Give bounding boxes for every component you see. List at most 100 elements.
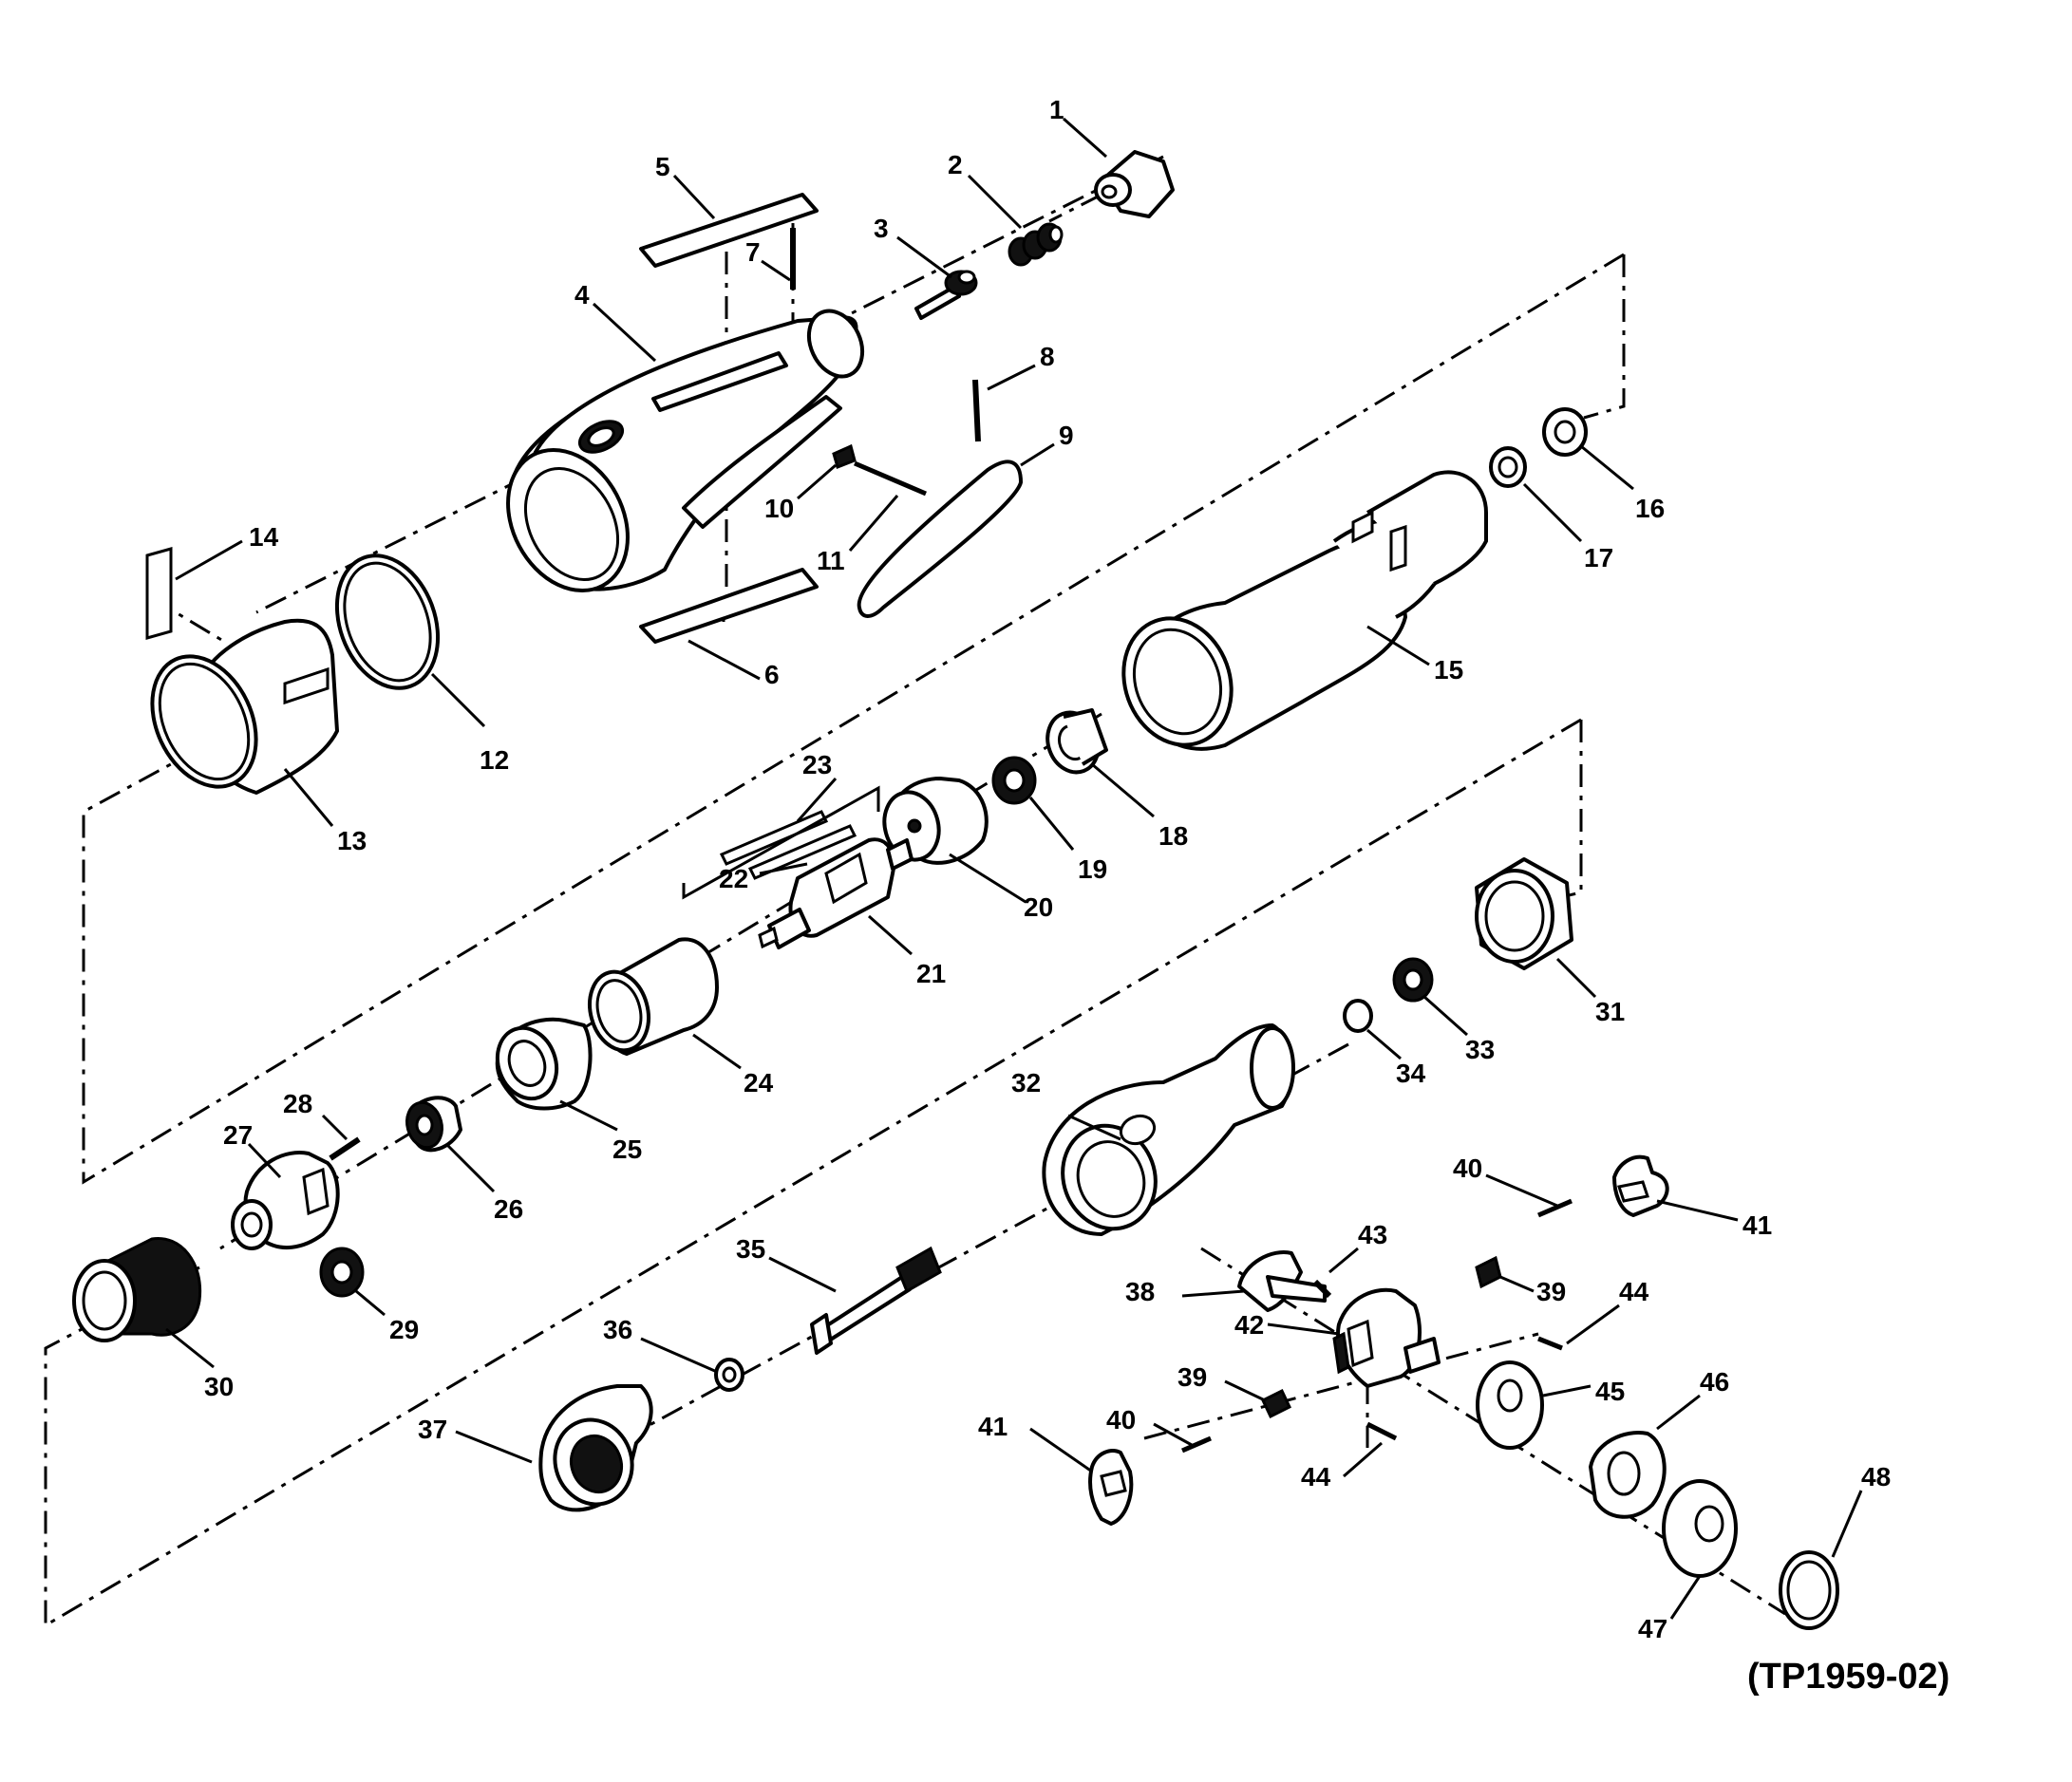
part-32-ratchet-head (1042, 1023, 1295, 1236)
blade-bracket (682, 785, 880, 900)
callout-33: 33 (1465, 1035, 1495, 1064)
part-23-blade (719, 778, 838, 866)
part-25-end-plate (495, 1017, 618, 1132)
part-15-motor-housing (1121, 470, 1488, 751)
part-34-bushing (1343, 999, 1402, 1060)
callout-4: 4 (575, 280, 590, 310)
callout-13: 13 (337, 826, 367, 855)
callout-44-lower: 44 (1301, 1462, 1331, 1491)
callout-37: 37 (418, 1415, 447, 1444)
callout-19: 19 (1078, 854, 1107, 884)
callout-6: 6 (764, 660, 780, 689)
callout-3: 3 (874, 214, 889, 243)
callout-38: 38 (1125, 1277, 1155, 1306)
part-41-knob-upper (1612, 1154, 1739, 1222)
part-3-valve (896, 235, 978, 320)
part-12-o-ring (334, 553, 486, 728)
callout-5: 5 (655, 152, 670, 181)
callout-47: 47 (1638, 1614, 1667, 1643)
part-19-bearing (991, 756, 1075, 851)
figure-reference: (TP1959-02) (1747, 1657, 1950, 1697)
part-41-knob-lower (1029, 1427, 1134, 1526)
callout-20: 20 (1024, 892, 1053, 922)
callout-43: 43 (1358, 1220, 1387, 1249)
callout-14: 14 (249, 522, 279, 552)
callout-18: 18 (1158, 821, 1188, 851)
callout-2: 2 (948, 150, 963, 179)
part-35-shaft (768, 1246, 942, 1355)
callout-labels: 1 2 3 4 5 6 7 8 9 10 11 12 13 14 15 16 1… (204, 95, 1891, 1643)
part-39-spring-lower (1224, 1379, 1291, 1419)
part-13-front-ring (150, 618, 339, 827)
part-2-spring (967, 174, 1064, 267)
part-14-tag (145, 539, 243, 640)
part-48-snap-ring (1779, 1490, 1863, 1630)
callout-25: 25 (612, 1135, 642, 1164)
callout-32: 32 (1011, 1068, 1041, 1097)
part-39-spring-upper (1475, 1255, 1535, 1293)
callout-31: 31 (1595, 997, 1625, 1026)
part-40-pin-lower (1153, 1422, 1212, 1454)
part-21-rotor (758, 837, 914, 956)
part-29-bearing (319, 1247, 386, 1317)
callout-17: 17 (1584, 543, 1613, 572)
callout-22: 22 (719, 864, 748, 893)
part-9-trigger-lever (857, 442, 1055, 618)
part-6-label (639, 568, 819, 681)
callout-15: 15 (1434, 655, 1463, 685)
callout-40-lower: 40 (1106, 1405, 1136, 1435)
part-36-washer (640, 1337, 744, 1392)
part-45-plate (1476, 1360, 1592, 1450)
part-33-bearing (1392, 957, 1468, 1037)
callout-7: 7 (745, 237, 761, 267)
part-37-cover (455, 1384, 653, 1512)
callout-40-upper: 40 (1453, 1154, 1482, 1183)
callout-11: 11 (817, 546, 845, 575)
part-4-housing (506, 302, 865, 593)
part-43-pin (1312, 1247, 1359, 1299)
part-7-pin (761, 228, 796, 290)
callout-8: 8 (1040, 342, 1055, 371)
callout-9: 9 (1059, 421, 1074, 450)
part-44-pin-lower (1343, 1421, 1398, 1478)
part-47-cover-plate (1662, 1479, 1738, 1620)
callout-12: 12 (480, 745, 509, 775)
part-44-pin-upper (1537, 1304, 1620, 1351)
callout-16: 16 (1635, 494, 1665, 523)
part-16-washer (1542, 407, 1634, 491)
callout-44-upper: 44 (1619, 1277, 1649, 1306)
callout-1: 1 (1049, 95, 1064, 124)
callout-10: 10 (764, 494, 794, 523)
callout-24: 24 (744, 1068, 774, 1097)
callout-28: 28 (283, 1089, 312, 1118)
callout-46: 46 (1700, 1367, 1729, 1397)
part-28-pin (321, 1114, 361, 1161)
callout-27: 27 (223, 1120, 253, 1150)
callout-41-upper: 41 (1742, 1210, 1772, 1240)
callout-42: 42 (1234, 1310, 1264, 1340)
part-5-label (639, 174, 819, 268)
part-38-pawl (1181, 1250, 1327, 1312)
callout-34: 34 (1396, 1059, 1426, 1088)
callout-23: 23 (802, 750, 832, 779)
part-31-nut (1475, 857, 1597, 999)
part-42-yoke (1267, 1287, 1441, 1388)
callout-39-lower: 39 (1177, 1362, 1207, 1392)
part-10-set-screw (797, 443, 857, 500)
callout-21: 21 (916, 959, 946, 988)
part-22-blade (747, 824, 857, 880)
part-11-pin (848, 460, 927, 552)
callout-30: 30 (204, 1372, 234, 1401)
callout-29: 29 (389, 1315, 419, 1344)
part-30-sleeve (72, 1236, 215, 1369)
callout-26: 26 (494, 1194, 523, 1224)
part-1-inlet-bushing (1063, 117, 1175, 218)
callout-48: 48 (1861, 1462, 1891, 1491)
callout-41-lower: 41 (978, 1412, 1008, 1441)
part-26-bearing (405, 1096, 496, 1193)
part-18-retainer (1045, 708, 1155, 818)
callout-39-upper: 39 (1536, 1277, 1566, 1306)
part-17-seal (1489, 446, 1583, 543)
part-8-pin (972, 364, 1036, 442)
